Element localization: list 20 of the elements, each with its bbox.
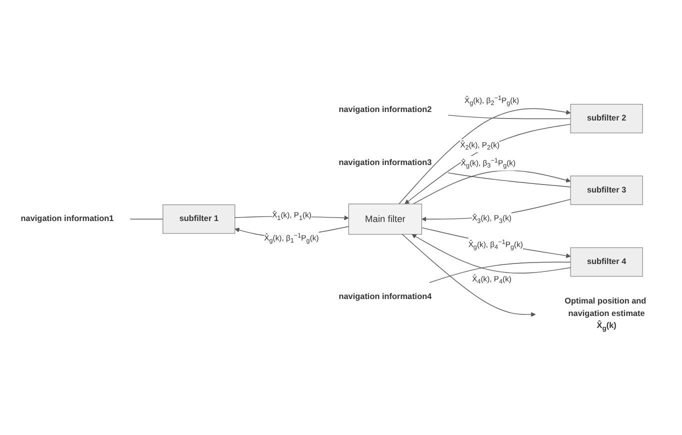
node-text: navigation information2: [338, 104, 432, 114]
arrow: [421, 227, 571, 258]
node-box: subfilter 1: [162, 204, 236, 234]
connector: [130, 218, 164, 220]
node-text: Optimal position and navigation estimate X̂$_{g}$(k): [564, 296, 646, 332]
node-box: subfilter 2: [570, 104, 643, 134]
node-box: subfilter 4: [570, 247, 643, 277]
node-text: navigation information1: [20, 214, 114, 224]
connector: [448, 114, 571, 120]
node-box: Main filter: [348, 204, 422, 235]
arrow: [404, 124, 571, 204]
arrow: [402, 234, 536, 317]
connector: [448, 172, 571, 188]
arrow: [412, 234, 571, 274]
node-text: navigation information3: [338, 158, 432, 168]
node-box: subfilter 3: [570, 176, 643, 205]
arrow: [412, 170, 571, 204]
connector: [429, 262, 571, 283]
node-text: navigation information4: [338, 292, 432, 302]
arrow: [398, 108, 571, 204]
